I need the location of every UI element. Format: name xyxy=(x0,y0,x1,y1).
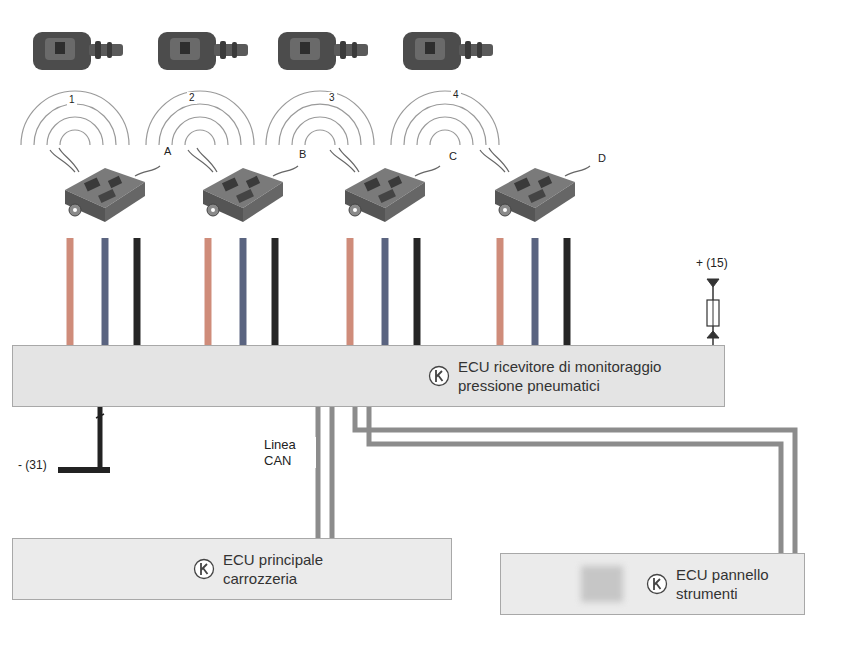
callout-label: 1 xyxy=(67,94,77,106)
callout-label: B xyxy=(297,148,308,161)
ecu-label: ECU principale carrozzeria xyxy=(223,550,341,589)
ecu-label: ECU pannello strumenti xyxy=(676,565,788,604)
terminal-label: - (31) xyxy=(16,458,49,472)
callout-label: 4 xyxy=(451,89,461,101)
callout-label: D xyxy=(596,152,608,165)
logo-holder xyxy=(193,558,215,580)
logo-holder xyxy=(646,573,668,595)
callout-label: A xyxy=(162,145,173,158)
bus-label: Linea CAN xyxy=(262,437,316,468)
radio-waves xyxy=(21,91,499,145)
callout-label: 2 xyxy=(187,92,197,104)
ecu-box: ECU pannello strumenti xyxy=(500,553,805,615)
fuse-supply xyxy=(707,279,719,345)
can-bus-line xyxy=(355,407,795,553)
ecu-label: ECU ricevitore di monitoraggio pressione… xyxy=(458,357,713,396)
terminal-label: + (15) xyxy=(694,256,730,270)
can-bus-line xyxy=(318,407,332,538)
callout-label: 3 xyxy=(327,92,337,104)
ecu-box: ECU ricevitore di monitoraggio pressione… xyxy=(12,345,725,407)
receiver-modules xyxy=(50,148,590,222)
logo-holder xyxy=(428,365,450,387)
ground-wire xyxy=(58,405,110,470)
callout-label: C xyxy=(447,150,459,163)
blurred-patch xyxy=(581,566,623,602)
brand-logo xyxy=(193,558,215,580)
brand-logo xyxy=(428,365,450,387)
brand-logo xyxy=(646,573,668,595)
tpms-sensors xyxy=(33,32,493,70)
module-wires xyxy=(70,238,567,346)
ecu-box: ECU principale carrozzeria xyxy=(12,538,452,600)
